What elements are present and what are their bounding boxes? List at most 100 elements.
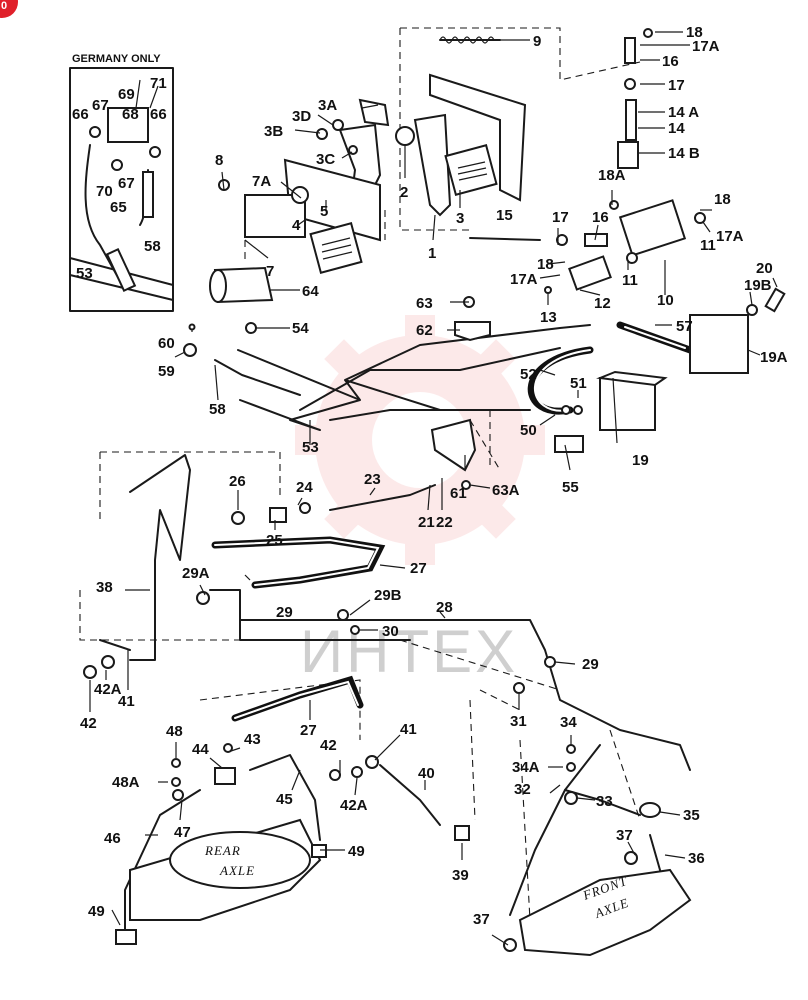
callout-19b: 19B [744, 277, 772, 294]
callout-58-inset: 58 [144, 238, 161, 255]
tee-44 [214, 767, 236, 785]
callout-37-right: 37 [616, 827, 633, 844]
callout-71: 71 [150, 75, 167, 92]
corner-badge [0, 0, 18, 18]
callout-1: 1 [428, 245, 436, 262]
callout-29a: 29A [182, 565, 210, 582]
hose-27-lower-stripe [234, 680, 359, 719]
callout-69: 69 [118, 86, 135, 103]
callout-50: 50 [520, 422, 537, 439]
stem-14 [625, 99, 637, 141]
callout-46: 46 [104, 830, 121, 847]
line-38-lower [129, 599, 156, 661]
callout-10: 10 [657, 292, 674, 309]
washer-42a [101, 655, 115, 669]
callout-16-mid: 16 [592, 209, 609, 226]
callout-41-right: 41 [400, 721, 417, 738]
callout-7a: 7A [252, 173, 271, 190]
line-53-b [299, 347, 561, 411]
callout-42a-left: 42A [94, 681, 122, 698]
rear-axle-label-2: AXLE [219, 863, 255, 878]
nut-48 [171, 758, 181, 768]
callout-14a: 14 A [668, 104, 699, 121]
washer-18a [609, 200, 619, 210]
callout-3c: 3C [316, 151, 335, 168]
fitting-49-lower [115, 929, 137, 945]
frame-dash-front [519, 729, 641, 921]
callout-45: 45 [276, 791, 293, 808]
tee-26 [231, 511, 245, 525]
nut-17 [624, 78, 636, 90]
inset-fitting-66 [89, 126, 101, 138]
callout-27-lower: 27 [300, 722, 317, 739]
callout-12: 12 [594, 295, 611, 312]
callout-52: 52 [520, 366, 537, 383]
valve-body-top [596, 370, 668, 387]
callout-28: 28 [436, 599, 453, 616]
callout-30: 30 [382, 623, 399, 640]
master-cylinder-64 [209, 266, 274, 334]
line-58-53-a [237, 324, 591, 431]
pedal-pad-4 [309, 222, 363, 274]
link-12 [568, 255, 612, 291]
callout-58-main: 58 [209, 401, 226, 418]
callout-44: 44 [192, 741, 209, 758]
fitting-54 [245, 322, 257, 334]
inset-frame [69, 67, 174, 312]
fitting-55 [554, 435, 584, 453]
callout-9: 9 [533, 33, 541, 50]
line-53-c [329, 409, 531, 421]
callout-29b: 29B [374, 587, 402, 604]
hose-27-upper-stripe [214, 538, 380, 586]
pedal-assembly [218, 27, 641, 274]
callout-14: 14 [668, 120, 685, 137]
fitting-50 [561, 405, 571, 415]
washer-48a [171, 777, 181, 787]
nut-17b [556, 234, 568, 246]
callout-11-left: 11 [622, 272, 638, 289]
bushing-2 [395, 126, 415, 146]
callout-39: 39 [452, 867, 469, 884]
callout-27-upper: 27 [410, 560, 427, 577]
pin-18 [643, 28, 653, 38]
callout-34a: 34A [512, 759, 540, 776]
hose-52-stripe [534, 349, 591, 412]
pedal-pad-ribs-2 [321, 237, 353, 260]
callout-21: 21 [418, 514, 435, 531]
callout-42-left: 42 [80, 715, 97, 732]
callout-18-top: 18 [686, 24, 703, 41]
bleeder-47 [172, 789, 184, 801]
callout-23: 23 [364, 471, 381, 488]
callout-29-left: 29 [276, 604, 293, 621]
callout-29-right: 29 [582, 656, 599, 673]
frame-dash-upper [399, 27, 641, 231]
callout-70: 70 [96, 183, 113, 200]
callout-3: 3 [456, 210, 464, 227]
latch-3a [358, 98, 390, 127]
rod-15 [469, 237, 541, 241]
inset-nut-70 [111, 159, 123, 171]
pedal-pad-3 [444, 144, 498, 196]
spring-coil [439, 36, 495, 44]
callout-42a-right: 42A [340, 797, 368, 814]
callout-5: 5 [320, 203, 328, 220]
callout-67-bottom: 67 [118, 175, 135, 192]
callout-17-top: 17 [668, 77, 685, 94]
callout-57: 57 [676, 318, 693, 335]
callout-60: 60 [158, 335, 175, 352]
callout-48: 48 [166, 723, 183, 740]
elbow-59 [183, 343, 197, 357]
inset-fitting-66b [149, 146, 161, 158]
watermark-text: ИНТЕХ [300, 618, 518, 685]
leader-lines [89, 31, 778, 946]
inset-leader-pipes [135, 79, 159, 109]
callout-33: 33 [596, 793, 613, 810]
callout-67-top: 67 [92, 97, 109, 114]
callout-32: 32 [514, 781, 531, 798]
callout-49-right: 49 [348, 843, 365, 860]
callout-43: 43 [244, 731, 261, 748]
callout-63: 63 [416, 295, 433, 312]
callout-40: 40 [418, 765, 435, 782]
